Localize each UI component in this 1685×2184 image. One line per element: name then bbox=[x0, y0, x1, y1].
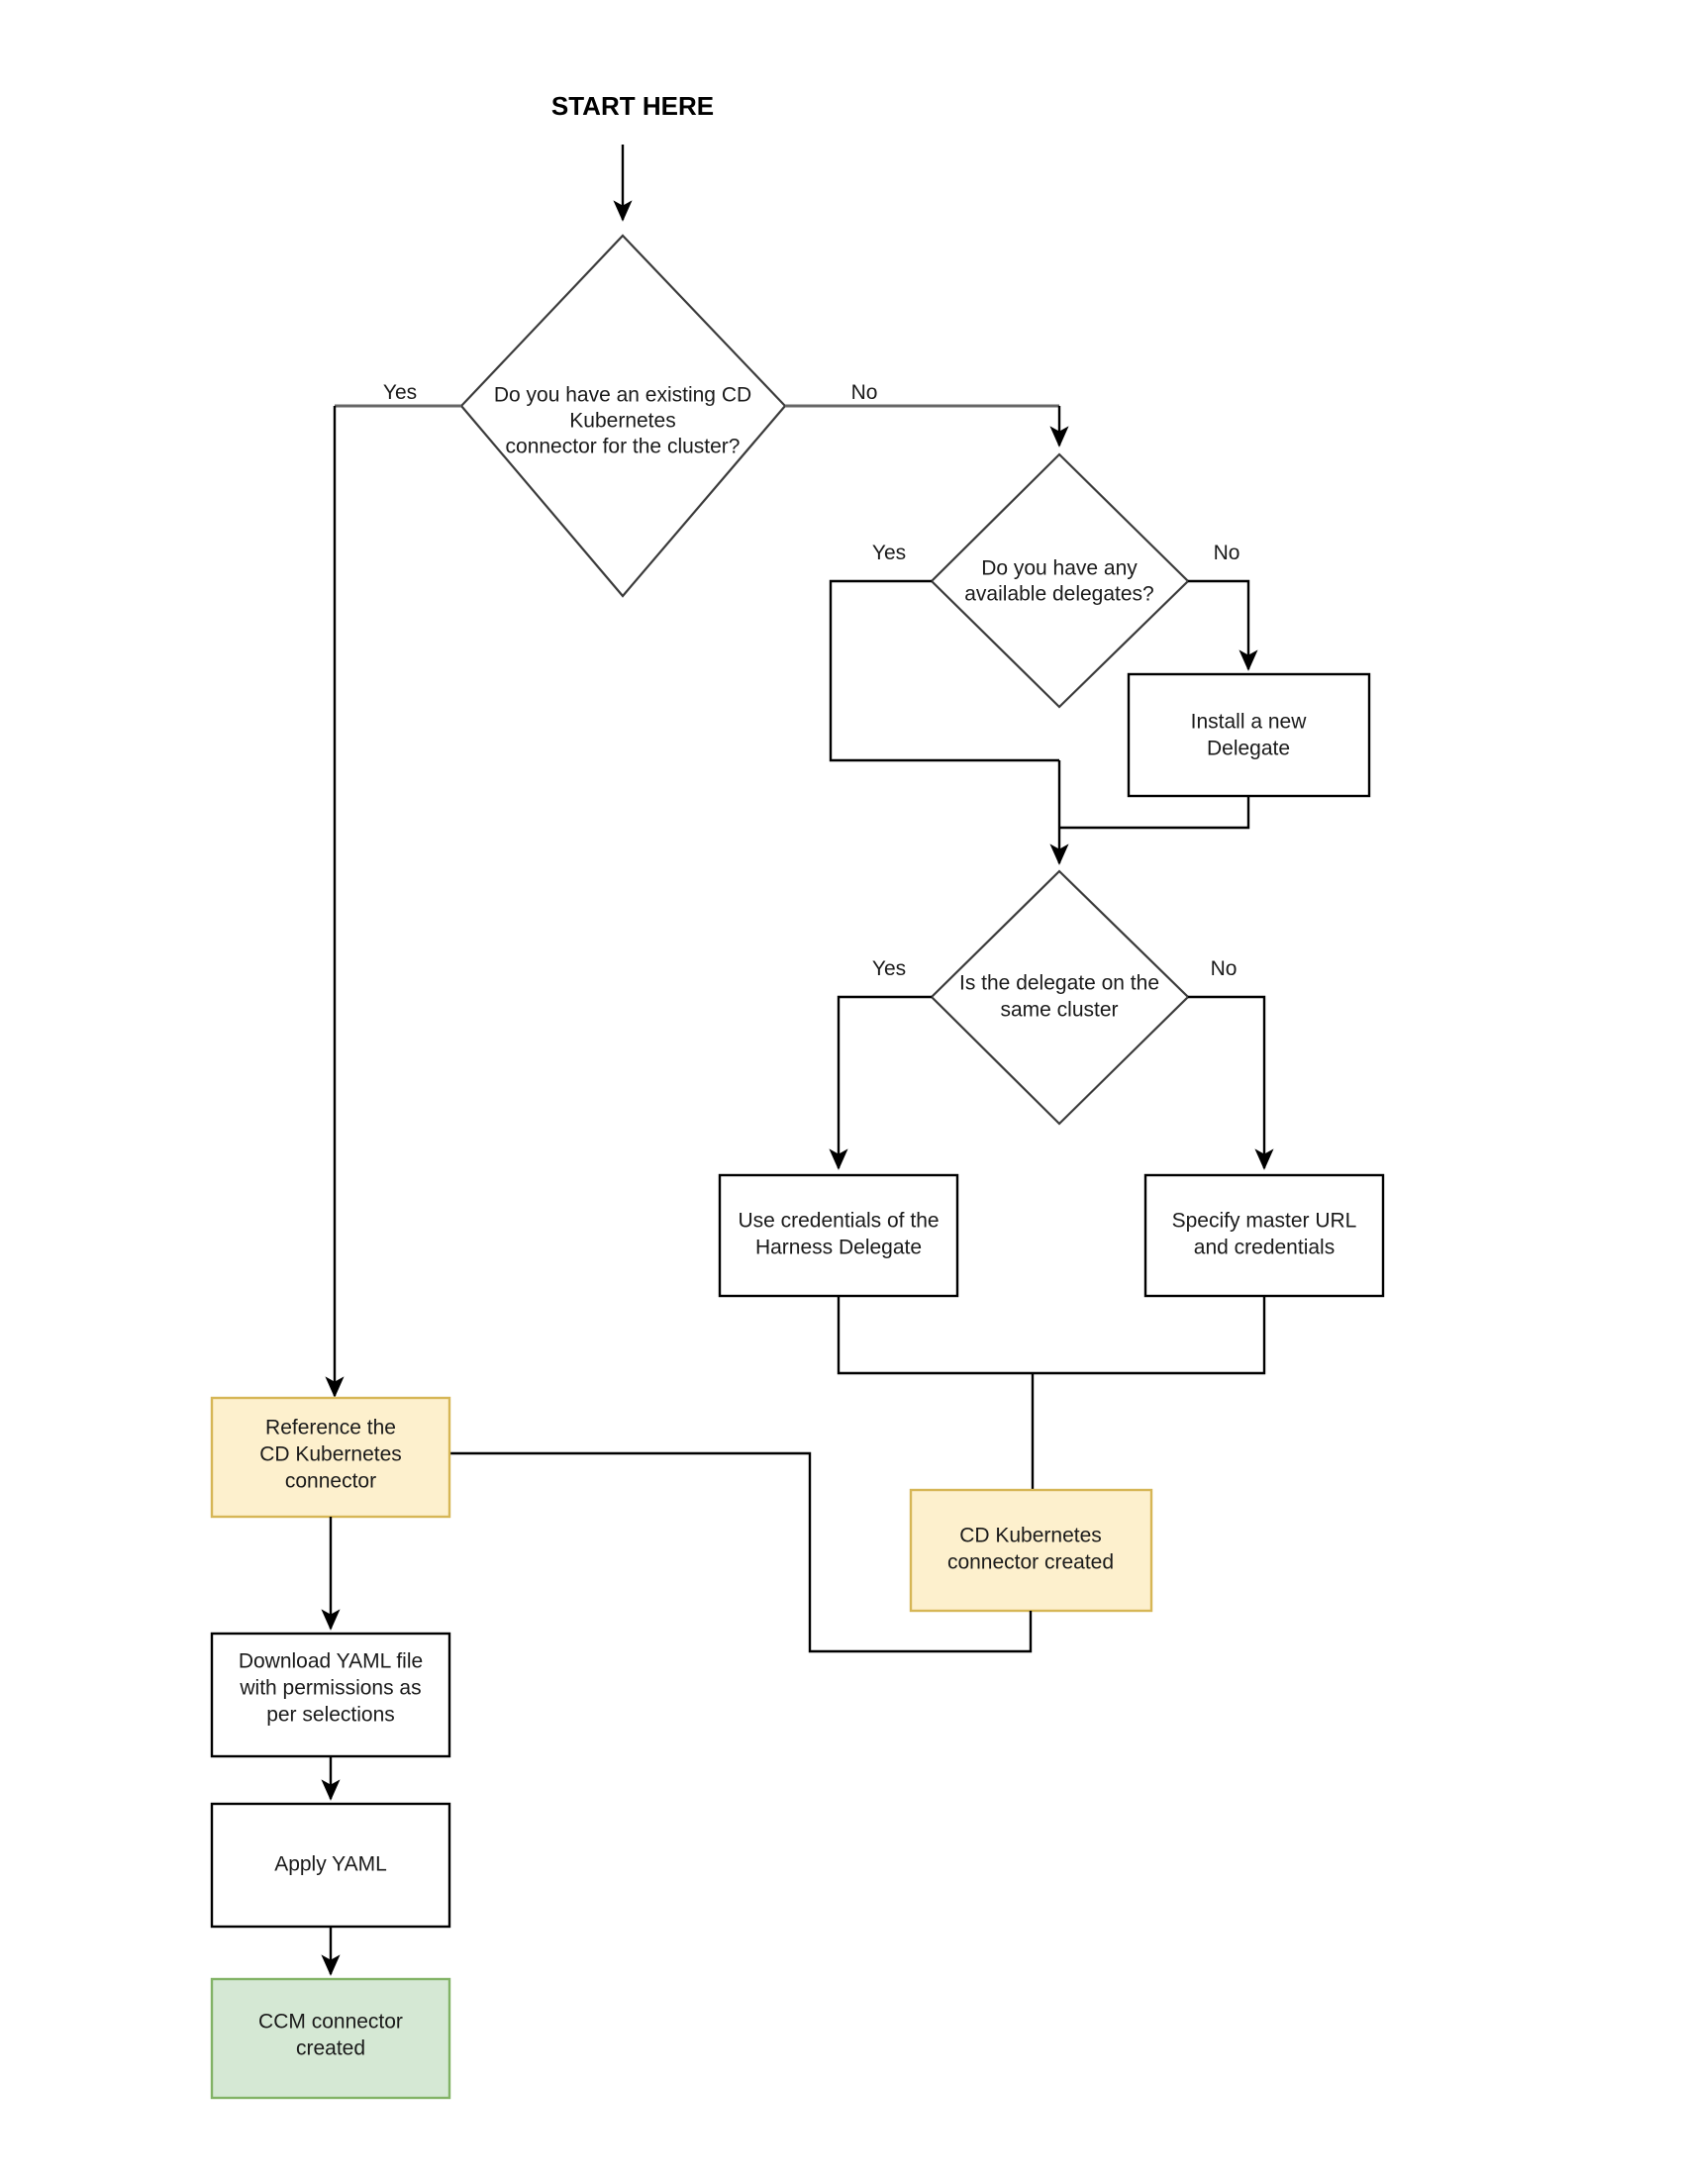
box-install-new-delegate-line1: Install a new bbox=[1191, 711, 1308, 734]
decision-delegate-same-cluster[interactable] bbox=[930, 869, 1190, 1126]
edge-specify-master-url-merge bbox=[1033, 1296, 1266, 1375]
box-download-yaml-line1: Download YAML file bbox=[239, 1650, 423, 1673]
decision-available-delegates-line2: available delegates? bbox=[964, 583, 1153, 606]
box-reference-connector-line1: Reference the bbox=[265, 1417, 396, 1439]
box-ccm-created-line1: CCM connector bbox=[258, 2011, 403, 2034]
box-install-new-delegate-line2: Delegate bbox=[1207, 738, 1290, 760]
box-use-credentials-line1: Use credentials of the bbox=[738, 1210, 939, 1233]
box-reference-connector-line2: CD Kubernetes bbox=[259, 1443, 402, 1466]
edge-decision3-yes-to-use-credentials bbox=[829, 995, 932, 1170]
decision-existing-cd-connector-line2: Kubernetes bbox=[569, 410, 675, 433]
decision-delegate-same-cluster-line1: Is the delegate on the bbox=[959, 972, 1159, 995]
box-cd-connector-created-line1: CD Kubernetes bbox=[959, 1525, 1102, 1547]
box-reference-connector-line3: connector bbox=[285, 1470, 376, 1493]
edge-label-decision3-yes: Yes bbox=[872, 957, 906, 980]
box-use-credentials-harness-delegate[interactable] bbox=[718, 1173, 959, 1298]
edge-decision2-yes-route bbox=[829, 579, 1059, 762]
edge-label-decision2-no: No bbox=[1214, 542, 1240, 564]
start-here-label: START HERE bbox=[551, 91, 714, 121]
box-cd-connector-created-line2: connector created bbox=[947, 1551, 1114, 1574]
edge-label-decision1-yes: Yes bbox=[383, 381, 417, 404]
edge-install-delegate-merge bbox=[1059, 796, 1250, 830]
edge-cd-created-back-to-reference bbox=[335, 1443, 1033, 1653]
edge-decision2-no-to-install-delegate bbox=[1188, 579, 1258, 671]
decision-delegate-same-cluster-line2: same cluster bbox=[1000, 999, 1118, 1022]
box-reference-cd-kubernetes-connector[interactable] bbox=[210, 1396, 451, 1519]
box-specify-master-url-line1: Specify master URL bbox=[1172, 1210, 1357, 1233]
edge-label-decision1-no: No bbox=[851, 381, 878, 404]
edge-label-decision3-no: No bbox=[1211, 957, 1238, 980]
edge-use-credentials-merge bbox=[837, 1296, 1033, 1375]
decision-available-delegates[interactable] bbox=[930, 452, 1190, 709]
decision-existing-cd-connector-line1: Do you have an existing CD bbox=[494, 384, 751, 407]
decision-available-delegates-line1: Do you have any bbox=[981, 557, 1138, 580]
box-ccm-created-line2: created bbox=[296, 2037, 365, 2060]
decision-existing-cd-connector-line3: connector for the cluster? bbox=[506, 436, 741, 458]
box-download-yaml-line3: per selections bbox=[266, 1704, 395, 1727]
edge-decision3-no-to-specify-master-url bbox=[1188, 995, 1274, 1170]
box-use-credentials-line2: Harness Delegate bbox=[755, 1237, 922, 1259]
box-download-yaml-line2: with permissions as bbox=[239, 1677, 421, 1700]
box-ccm-connector-created[interactable] bbox=[210, 1977, 451, 2100]
decision-existing-cd-connector[interactable] bbox=[459, 234, 787, 598]
box-apply-yaml-label: Apply YAML bbox=[274, 1853, 387, 1876]
box-specify-master-url-line2: and credentials bbox=[1194, 1237, 1335, 1259]
box-install-new-delegate[interactable] bbox=[1127, 672, 1371, 798]
edge-label-decision2-yes: Yes bbox=[872, 542, 906, 564]
